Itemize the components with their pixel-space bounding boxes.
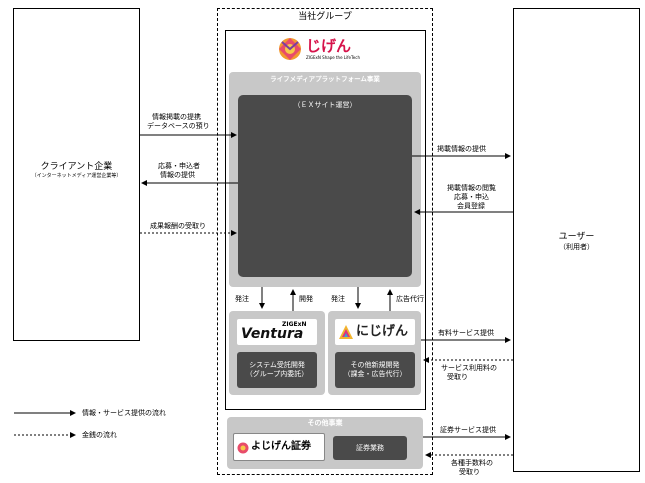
zigexn-emblem-icon: [279, 38, 301, 60]
client-subtitle: （インターネットメディア運営企業等）: [31, 173, 122, 179]
flow-label-r4-1: サービス利用料の: [441, 364, 497, 372]
flow-label-r2-2: 応募・申込: [454, 193, 489, 201]
flow-label-hatchu-1: 発注: [235, 295, 249, 303]
flow-label-f1-2: データベースの預り: [147, 122, 210, 130]
ventura-logo: ZIGExN Ventura: [237, 319, 317, 345]
ventura-desc-1: システム受託開発: [249, 361, 305, 369]
flow-label-f1-1: 情報掲載の提携: [152, 113, 201, 121]
securities-label: 証券業務: [356, 444, 384, 452]
flow-label-r6-1: 各種手数料の: [451, 459, 493, 467]
flow-label-f2-1: 応募・申込者: [158, 162, 200, 170]
ventura-desc-2: （グループ内委託）: [245, 370, 309, 378]
flow-label-r2-3: 会員登録: [457, 202, 485, 210]
yojigen-logo: よじげん証券: [233, 433, 325, 461]
yojigen-emblem-icon: [237, 442, 249, 454]
zigexn-wordmark: じげん: [306, 37, 352, 55]
ventura-logo-text: Ventura: [241, 326, 304, 342]
group-boundary: [217, 8, 433, 475]
user-title: ユーザー: [558, 232, 595, 242]
legend-solid-label: 情報・サービス提供の流れ: [82, 409, 166, 417]
flow-label-r4-2: 受取り: [447, 373, 468, 381]
yojigen-logo-text: よじげん証券: [251, 441, 311, 452]
nijigen-desc-box: [335, 352, 415, 388]
flow-label-hatchu-2: 発注: [331, 295, 345, 303]
ventura-desc-box: [237, 352, 317, 388]
user-subtitle: （利用者）: [559, 243, 594, 251]
ex-site-label: （ＥＸサイト運営）: [293, 101, 357, 109]
nijigen-triangle-icon: [339, 325, 353, 339]
flow-label-r2-1: 掲載情報の閲覧: [447, 184, 496, 192]
nijigen-desc-2: （課金・広告代行）: [343, 370, 407, 378]
flow-label-f3: 成果報酬の受取り: [150, 222, 206, 230]
group-title: 当社グループ: [298, 12, 352, 22]
other-title: その他事業: [307, 419, 343, 427]
zigexn-logo: じげん ZIGExN Shape the LifeTech: [278, 35, 378, 65]
ventura-logo-top: ZIGExN: [282, 321, 307, 328]
legend-dotted-label: 金銭の流れ: [82, 431, 117, 439]
securities-box: [333, 436, 407, 460]
user-box: ユーザー （利用者）: [513, 8, 640, 472]
flow-label-r1: 掲載情報の提供: [437, 145, 486, 153]
lifemedia-title: ライフメディアプラットフォーム事業: [270, 75, 380, 83]
nijigen-logo-text: にじげん: [356, 324, 409, 339]
client-title: クライアント企業: [40, 162, 113, 172]
nijigen-logo: にじげん: [335, 319, 415, 345]
flow-label-kaihatsu: 開発: [299, 295, 313, 303]
flow-label-r5: 証券サービス提供: [440, 426, 496, 434]
flow-label-r3: 有料サービス提供: [438, 329, 494, 337]
client-box: クライアント企業 （インターネットメディア運営企業等）: [13, 8, 140, 341]
flow-label-r6-2: 受取り: [459, 468, 480, 476]
flow-label-f2-2: 情報の提供: [160, 171, 195, 179]
nijigen-desc-1: その他新規開発: [350, 361, 400, 369]
zigexn-tagline: ZIGExN Shape the LifeTech: [306, 55, 360, 60]
ex-site-box: [238, 95, 412, 277]
flow-label-koukoku: 広告代行: [396, 295, 424, 303]
